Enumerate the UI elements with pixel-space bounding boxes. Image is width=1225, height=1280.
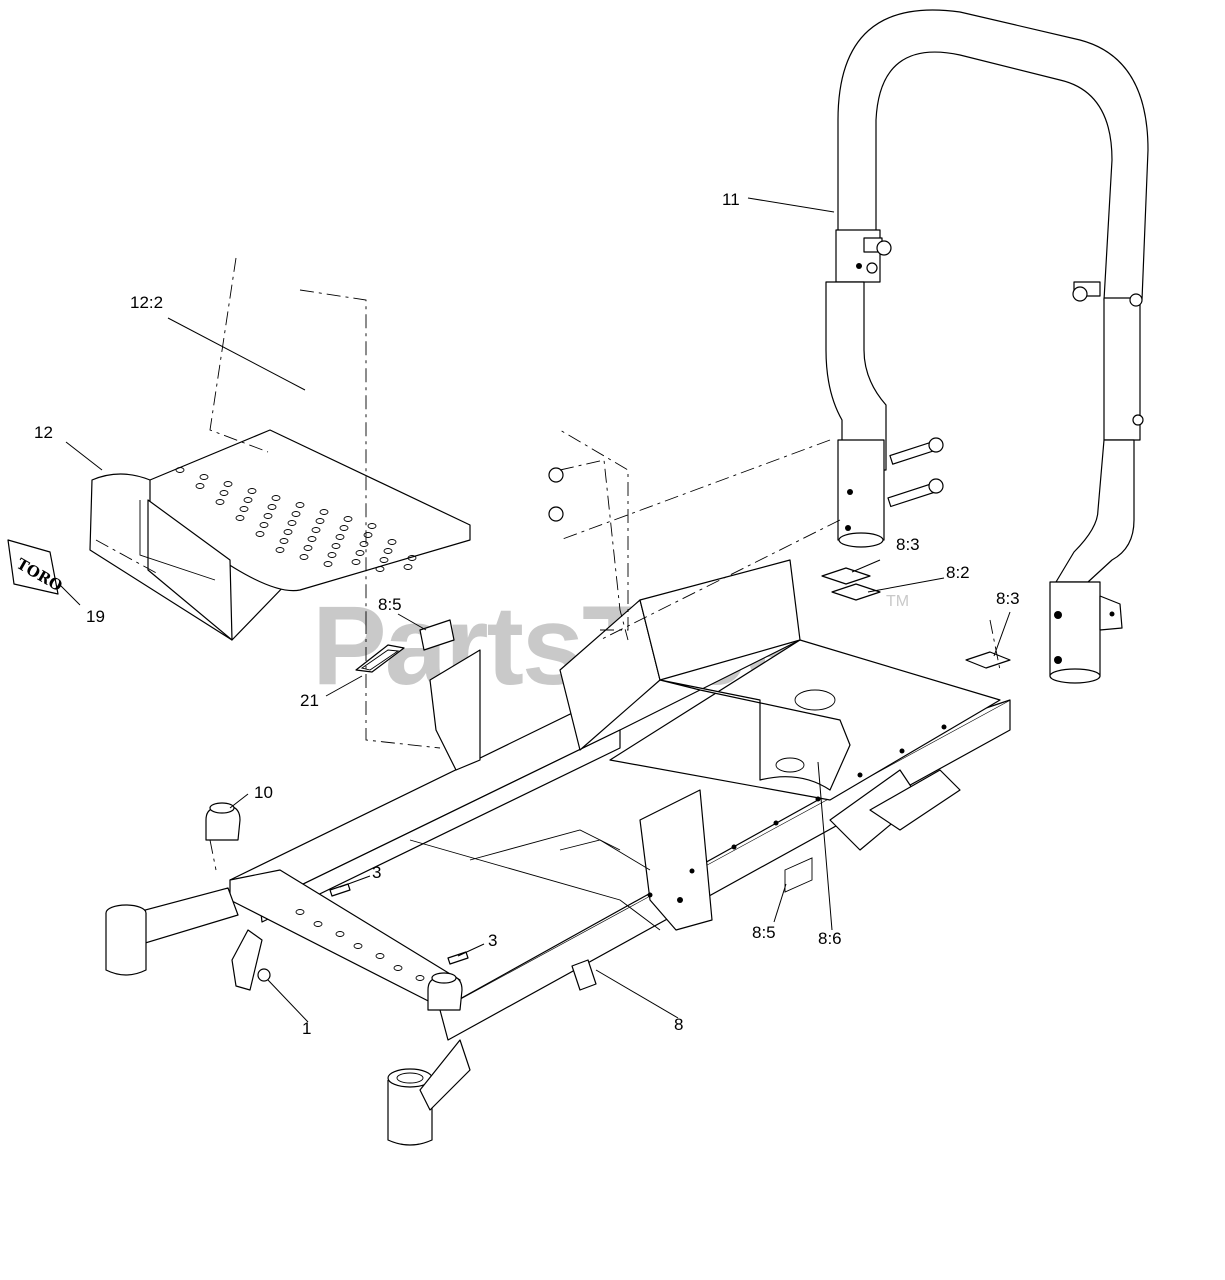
perforation-hole <box>279 538 289 544</box>
pin-right <box>447 951 469 965</box>
cross-member-hole <box>335 931 345 937</box>
perforation-hole <box>403 564 413 570</box>
perforation-hole <box>303 545 313 551</box>
rail-holes <box>647 724 947 898</box>
callout-12: 12 <box>34 423 53 442</box>
perforation-hole <box>379 557 389 563</box>
cross-member-hole <box>313 921 323 927</box>
perforation-hole <box>327 552 337 558</box>
bolt-upper <box>889 437 944 465</box>
callout-19: 19 <box>86 607 105 626</box>
perforation-hole <box>291 511 301 517</box>
perforation-hole <box>275 547 285 553</box>
perforation-hole <box>263 513 273 519</box>
perforation-hole <box>271 495 281 501</box>
assembly-lines <box>95 257 1001 871</box>
decal-8-2 <box>831 583 881 601</box>
callout-3-left: 3 <box>372 863 381 882</box>
perforation-hole <box>323 561 333 567</box>
callout-11: 11 <box>722 190 740 209</box>
perforation-hole <box>375 566 385 572</box>
perforation-hole <box>367 523 377 529</box>
flange-nuts <box>548 467 564 522</box>
perforation-hole <box>199 474 209 480</box>
callout-1: 1 <box>302 1019 311 1038</box>
main-frame <box>105 559 1011 1146</box>
perforation-hole <box>387 539 397 545</box>
perforation-hole <box>215 499 225 505</box>
perforation-hole <box>355 550 365 556</box>
callout-8-5-top: 8:5 <box>378 595 402 614</box>
perforation-hole <box>311 527 321 533</box>
perforation-hole <box>351 559 361 565</box>
watermark-trademark: TM <box>886 593 909 610</box>
callout-21: 21 <box>300 691 319 710</box>
perforation-hole <box>287 520 297 526</box>
callout-8: 8 <box>674 1015 683 1034</box>
perforation-hole <box>359 541 369 547</box>
perforation-hole <box>223 481 233 487</box>
perforation-hole <box>247 488 257 494</box>
perforation-hole <box>299 554 309 560</box>
callout-8-5-bottom: 8:5 <box>752 923 776 942</box>
nut-1 <box>257 968 271 982</box>
foot-plate-holes <box>175 467 417 572</box>
perforation-hole <box>363 532 373 538</box>
perforation-hole <box>339 525 349 531</box>
callout-10: 10 <box>254 783 273 802</box>
cross-member-hole <box>415 975 425 981</box>
perforation-hole <box>319 509 329 515</box>
perforation-hole <box>335 534 345 540</box>
rail-hole <box>689 868 695 874</box>
callout-8-6: 8:6 <box>818 929 842 948</box>
cross-member-hole <box>295 909 305 915</box>
perforation-hole <box>295 502 305 508</box>
rail-hole <box>899 748 905 754</box>
decal-21 <box>355 644 405 673</box>
perforation-hole <box>235 515 245 521</box>
perforation-hole <box>219 490 229 496</box>
cross-member-hole <box>375 953 385 959</box>
perforation-hole <box>195 483 205 489</box>
perforation-hole <box>331 543 341 549</box>
cross-member-hole <box>353 943 363 949</box>
perforation-hole <box>259 522 269 528</box>
perforation-hole <box>307 536 317 542</box>
perforation-hole <box>283 529 293 535</box>
perforation-hole <box>243 497 253 503</box>
callout-3-right: 3 <box>488 931 497 950</box>
toro-logo-decal: TORO <box>7 539 65 595</box>
decal-8-3-left <box>821 567 871 585</box>
perforation-hole <box>343 516 353 522</box>
perforation-hole <box>267 504 277 510</box>
rail-hole <box>815 796 821 802</box>
bolt-lower <box>887 478 944 508</box>
callout-8-3-left: 8:3 <box>896 535 920 554</box>
leader-lines <box>59 197 1011 1023</box>
perforation-hole <box>255 531 265 537</box>
decal-8-3-right <box>965 651 1011 669</box>
rail-hole <box>731 844 737 850</box>
cross-member-hole <box>393 965 403 971</box>
perforation-hole <box>239 506 249 512</box>
rail-hole <box>941 724 947 730</box>
callout-8-3-right: 8:3 <box>996 589 1020 608</box>
bumper-right <box>427 972 463 1011</box>
foot-plate <box>89 429 471 641</box>
rail-hole <box>857 772 863 778</box>
callout-12-2: 12:2 <box>130 293 163 312</box>
callout-8-2: 8:2 <box>946 563 970 582</box>
rail-hole <box>773 820 779 826</box>
bumper-left <box>205 802 241 841</box>
perforation-hole <box>383 548 393 554</box>
perforation-hole <box>315 518 325 524</box>
perforation-hole <box>175 467 185 473</box>
decal-8-5-top <box>419 619 455 651</box>
rail-hole <box>647 892 653 898</box>
roll-bar <box>825 9 1149 684</box>
perforation-hole <box>407 555 417 561</box>
